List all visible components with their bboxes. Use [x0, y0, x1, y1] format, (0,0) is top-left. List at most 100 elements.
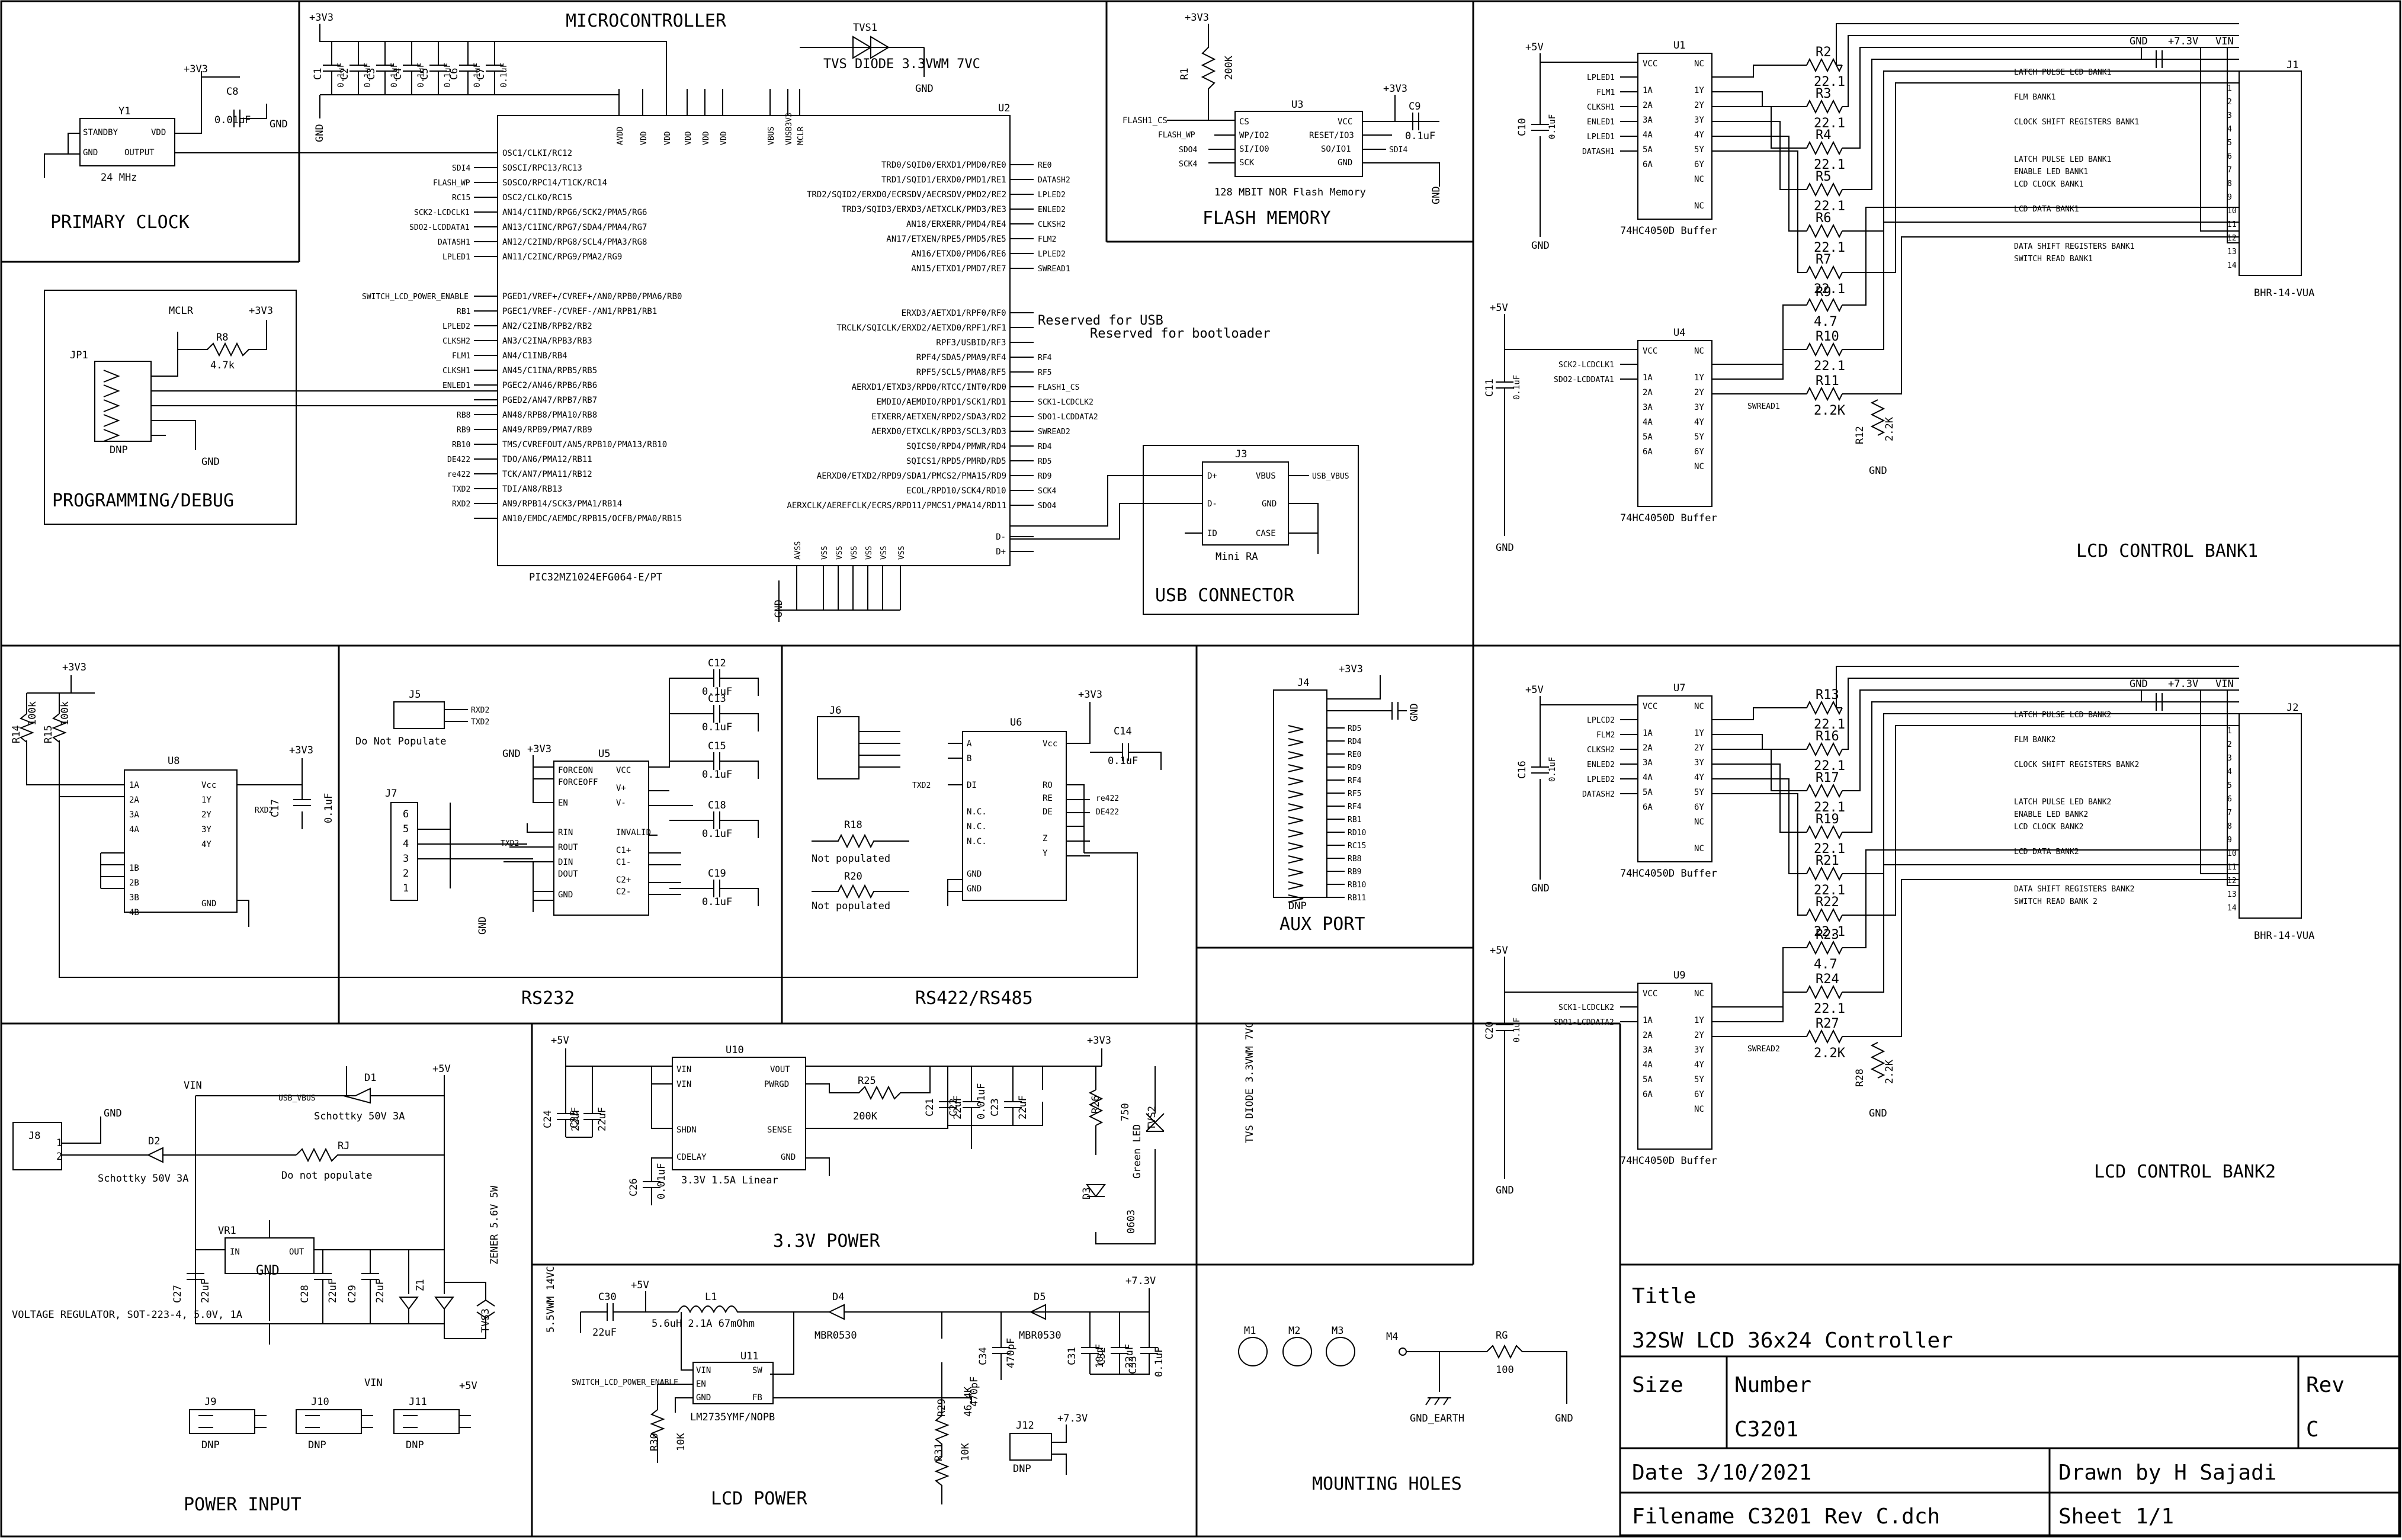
u5-ref: U5 [598, 748, 610, 760]
j4-rail: +3V3 [1339, 663, 1363, 675]
vr1-value: VOLTAGE REGULATOR, SOT-223-4, 5.0V, 1A [12, 1309, 242, 1321]
m3-ref: M3 [1332, 1325, 1343, 1337]
buf-pin: 5A [1643, 145, 1653, 155]
aux-pin-wire [1288, 777, 1345, 785]
bank-cap-ref: C10 [1516, 118, 1528, 136]
buf-pin: 5A [1643, 1075, 1653, 1085]
r25-value: 200K [853, 1111, 878, 1122]
p33-cap [583, 1113, 601, 1120]
u10-pin-shdn: SHDN [676, 1125, 697, 1135]
buf-pin: NC [1694, 1105, 1704, 1114]
bank-out-wire [1712, 666, 2239, 720]
j8-pin2: 2 [56, 1151, 62, 1163]
u6-pin-right: RE [1043, 794, 1053, 803]
y1-pin-output: OUTPUT [124, 148, 155, 158]
bank1-schematic: U1VCC1A2A3A4A5A6ANC1Y2Y3Y4Y5Y6YNCNC74HC4… [1484, 23, 2314, 554]
mcu-left-pin: AN14/C1IND/RPG6/SCK2/PMA5/RG6 [502, 208, 647, 217]
p33-cap-ref: C22 [948, 1098, 960, 1116]
buf-pin: 1Y [1694, 86, 1704, 95]
aux-pin-wire [1288, 881, 1345, 890]
tb-drawn-by: Drawn by H Sajadi [2058, 1461, 2276, 1485]
bank-res-val: 22.1 [1814, 75, 1845, 89]
mcu-left-pin: AN2/C2INB/RPB2/RB2 [502, 322, 592, 331]
bank-signal: LCD CLOCK BANK1 [2014, 180, 2083, 189]
bank-signal: SWITCH READ BANK1 [2014, 255, 2093, 264]
u10-pin-gnd: GND [781, 1153, 796, 1162]
bank-signal: LCD CLOCK BANK2 [2014, 823, 2083, 832]
mcu-rail: +3V3 [309, 12, 333, 24]
u8-ref: U8 [168, 755, 179, 767]
p33-cap [939, 1101, 957, 1108]
bank-5v-rail: +5V [1525, 684, 1544, 696]
conn-gnd: GND [2130, 36, 2148, 47]
pin-gnd-wire [195, 1323, 444, 1345]
aux-net: RB8 [1348, 855, 1361, 864]
y1-pin-vdd: VDD [151, 128, 166, 137]
bank-res [1806, 700, 1843, 716]
aux-pin-wire [1288, 738, 1345, 746]
mcu-cap-value: 0.1uF [416, 63, 426, 88]
j12-rail: +7.3V [1057, 1413, 1088, 1424]
pin-cap-val: 22uF [200, 1279, 211, 1303]
u5-cap-val: 0.1uF [702, 721, 732, 733]
bank-signal: CLOCK SHIFT REGISTERS BANK2 [2014, 761, 2139, 769]
u6-body [962, 731, 1067, 901]
u6-pin-left: N.C. [967, 822, 987, 832]
bank-res [1806, 57, 1843, 73]
bank-res-ref: R13 [1816, 688, 1839, 702]
aux-net: RF4 [1348, 777, 1362, 785]
m4-hole [1399, 1348, 1407, 1356]
u6-net-txd2: TXD2 [912, 781, 931, 790]
conn-pin-num: 9 [2227, 193, 2232, 202]
u8-pin-right: Vcc [201, 781, 216, 790]
u9-part: 74HC4050D Buffer [1620, 1155, 1717, 1167]
bank-cap [1531, 124, 1549, 131]
flash-net-sdi4: SDI4 [1389, 146, 1407, 155]
u10-pin-vin1: VIN [676, 1065, 691, 1074]
buf-pin: 1Y [1694, 1016, 1704, 1025]
bank-signal: LATCH PULSE LED BANK1 [2014, 155, 2111, 164]
u5-pin-right: V- [616, 798, 626, 808]
tb-sheet: Sheet 1/1 [2058, 1504, 2174, 1529]
bank-res [1806, 297, 1843, 313]
j3-net-vbus: USB_VBUS [1312, 472, 1349, 481]
buf-pin: 4A [1643, 130, 1653, 140]
r26-value: 750 [1120, 1103, 1131, 1121]
jumper-dnp: DNP [406, 1439, 424, 1451]
mcu-left-pin: TMS/CVREFOUT/AN5/RPB10/PMA13/RB10 [502, 440, 667, 450]
u8-pin-left: 2A [129, 795, 139, 805]
mcu-right-net: RF5 [1038, 368, 1051, 377]
mcu-left-pin: AN11/C2INC/RPG9/PMA2/RG9 [502, 252, 622, 262]
bank-cap2-ref: C20 [1484, 1021, 1496, 1040]
buf-pin: 3A [1643, 1045, 1653, 1055]
u8-rail: +3V3 [62, 662, 86, 673]
note-reserved-bootloader: Reserved for bootloader [1090, 326, 1271, 341]
tvs2-value: TVS DIODE 3.3VWM 7VC [1244, 1022, 1256, 1143]
r26 [1088, 1089, 1104, 1126]
u5-net-txd2: TXD2 [501, 839, 519, 848]
jumper-ref: J11 [409, 1396, 427, 1408]
bank-res-val: 4.7 [1814, 957, 1837, 972]
bank-out-wire [1712, 82, 2239, 273]
m4-ref: M4 [1386, 1331, 1398, 1343]
m2-ref: M2 [1288, 1325, 1300, 1337]
bank-res [1806, 386, 1843, 402]
mcu-left-net: SCK2-LCDCLK1 [414, 208, 470, 217]
u8-pin-right: GND [201, 899, 216, 909]
pin-cap [187, 1273, 204, 1280]
buf-in-net: ENLED1 [1587, 118, 1615, 127]
j8-ref: J8 [28, 1130, 40, 1142]
u5-pin-right: VCC [616, 766, 631, 775]
bank-res-ref: R11 [1816, 374, 1839, 389]
bank-cap2-ref: C11 [1484, 378, 1496, 397]
bank-pulldown [1870, 399, 1885, 436]
mcu-left-pin: AN3/C2INA/RPB3/RB3 [502, 336, 592, 346]
u5-pin-right: C1- [616, 858, 631, 867]
u5-cap-wire [669, 705, 759, 732]
buf-in-net: LPLED1 [1587, 133, 1615, 142]
bank-out-wire [1712, 59, 2239, 190]
bank-res-ref: R7 [1816, 252, 1832, 267]
u3-pin-gnd: GND [1338, 158, 1352, 168]
mounting-gnd: GND [1555, 1413, 1573, 1424]
u6-pin-left: DI [967, 781, 977, 790]
